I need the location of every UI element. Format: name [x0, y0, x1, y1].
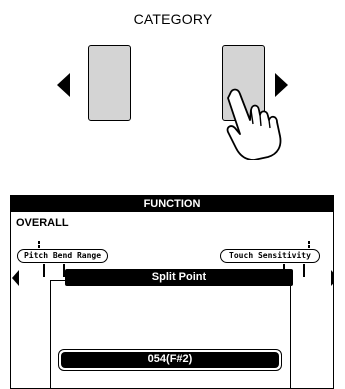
triangle-right-icon: [275, 73, 288, 97]
value-text: 054(F#2): [61, 352, 279, 368]
screen-title: FUNCTION: [11, 196, 333, 212]
split-point-value[interactable]: 054(F#2): [58, 349, 282, 371]
panel-title: Split Point: [65, 269, 293, 286]
param-touch-sensitivity[interactable]: Touch Sensitivity: [220, 249, 320, 263]
category-minus-button[interactable]: [88, 45, 131, 121]
lcd-screen: FUNCTION OVERALL Pitch Bend Range Touch …: [10, 195, 334, 389]
category-label: CATEGORY: [133, 11, 213, 27]
tick-mark: [308, 245, 310, 248]
nav-right-arrow-icon[interactable]: [331, 270, 333, 286]
section-heading: OVERALL: [16, 217, 69, 229]
triangle-left-icon: [57, 73, 70, 97]
tick-mark: [38, 241, 40, 244]
param-pitch-bend-range[interactable]: Pitch Bend Range: [17, 249, 108, 263]
nav-left-arrow-icon[interactable]: [12, 270, 19, 286]
tick-mark: [308, 241, 310, 244]
connector-left: [43, 264, 65, 277]
pointing-hand-icon: [226, 88, 282, 160]
tick-mark: [38, 245, 40, 248]
split-point-panel: [50, 280, 291, 388]
